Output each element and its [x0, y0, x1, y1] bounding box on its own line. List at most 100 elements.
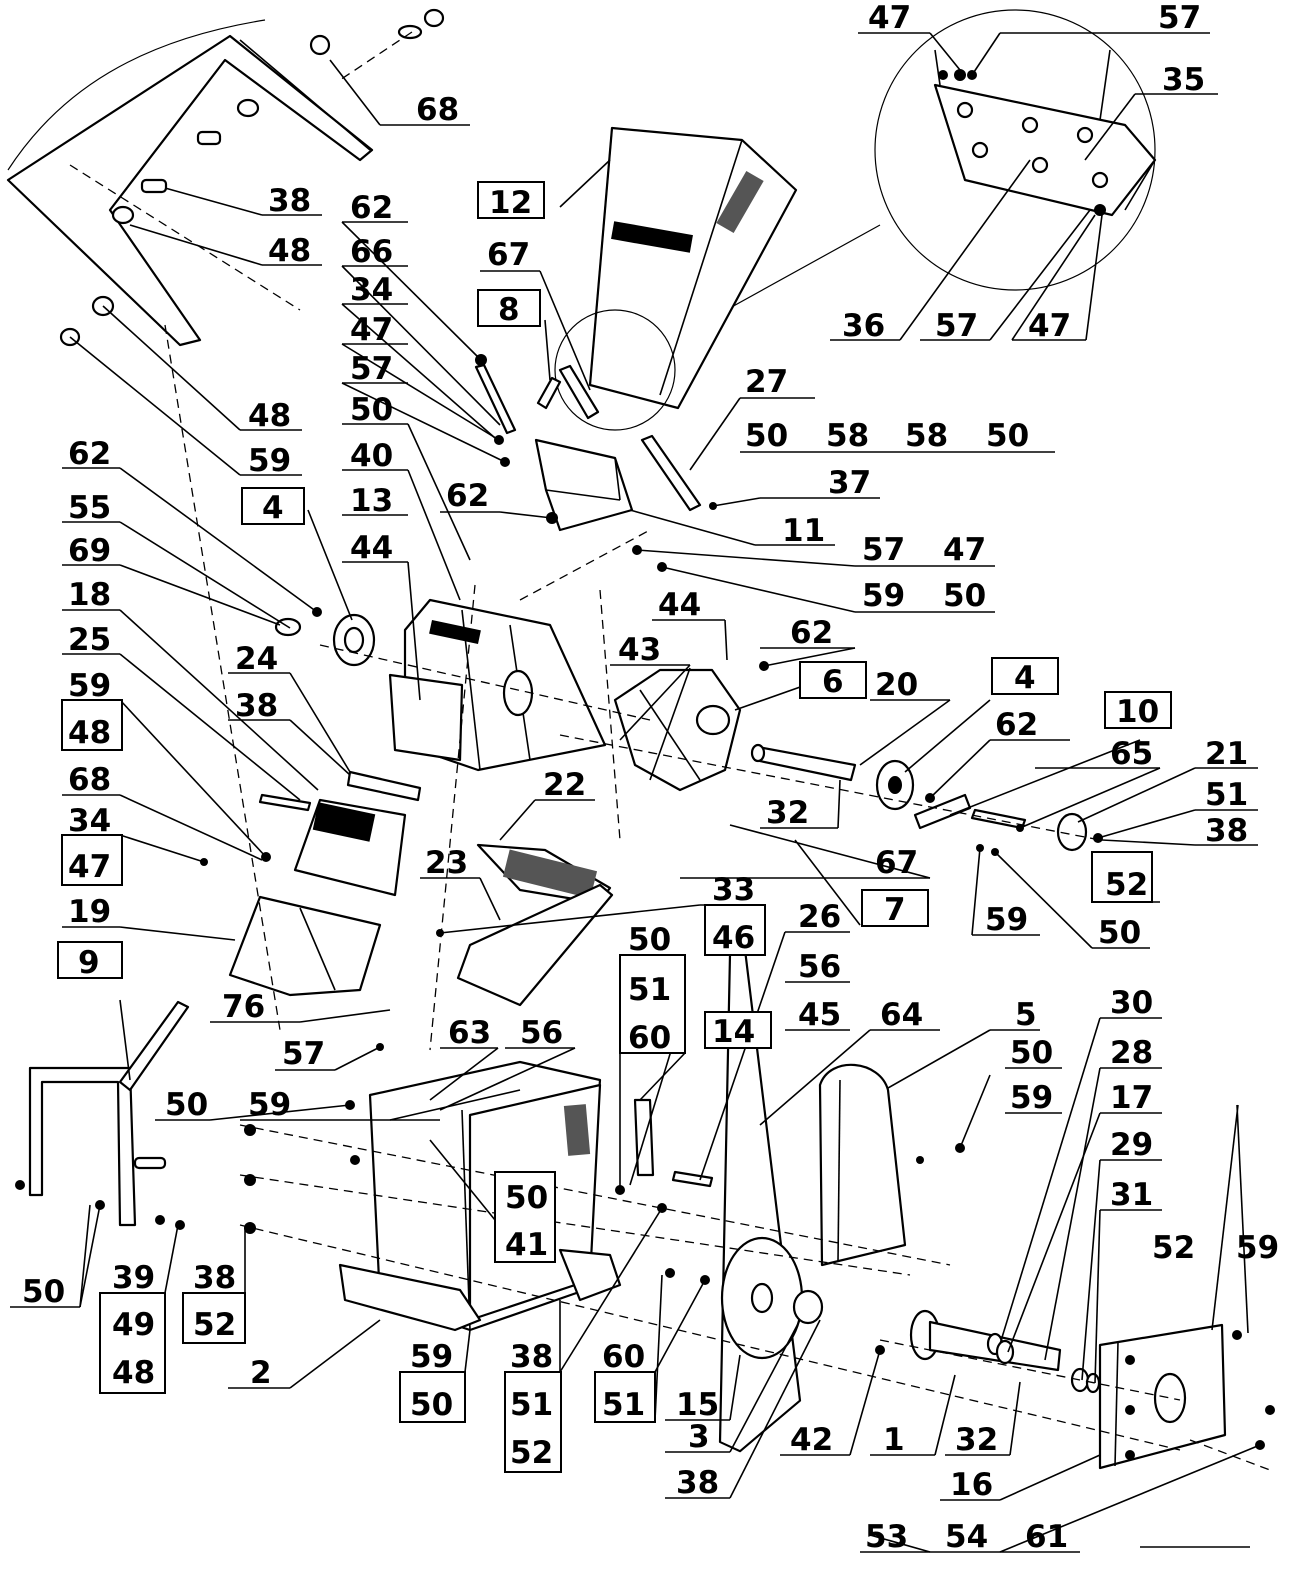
label-34: 34: [350, 272, 393, 308]
label-35: 35: [1162, 62, 1205, 98]
label-8: 8: [498, 292, 520, 328]
label-62: 62: [350, 190, 393, 226]
label-48: 48: [268, 233, 311, 269]
label-47: 47: [1028, 308, 1071, 344]
label-60: 60: [628, 1020, 671, 1056]
label-15: 15: [676, 1387, 719, 1423]
hopper-flap-detail: [6, 8, 445, 347]
label-51: 51: [510, 1387, 553, 1423]
label-6: 6: [822, 664, 844, 700]
label-50: 50: [410, 1387, 453, 1423]
label-50: 50: [745, 418, 788, 454]
label-50: 50: [1010, 1035, 1053, 1071]
label-50: 50: [505, 1180, 548, 1216]
part-number-labels: 47 57 35 36 57 47 68 38 48 62 66 34 47 5…: [22, 0, 1279, 1555]
label-66: 66: [350, 234, 393, 270]
label-52: 52: [510, 1435, 553, 1471]
label-48: 48: [112, 1355, 155, 1391]
label-62: 62: [995, 707, 1038, 743]
label-55: 55: [68, 490, 111, 526]
label-17: 17: [1110, 1080, 1153, 1116]
label-10: 10: [1116, 694, 1159, 730]
label-16: 16: [950, 1467, 993, 1503]
label-44: 44: [350, 530, 393, 566]
label-76: 76: [222, 989, 265, 1025]
rotor-assembly: [613, 667, 742, 792]
label-40: 40: [350, 438, 393, 474]
label-58: 58: [826, 418, 869, 454]
pulley-left: [274, 613, 376, 667]
discharge-chute: [228, 770, 422, 997]
label-51: 51: [1205, 777, 1248, 813]
label-27: 27: [745, 364, 788, 400]
label-53: 53: [865, 1519, 908, 1555]
label-24: 24: [235, 641, 278, 677]
label-57: 57: [282, 1036, 325, 1072]
label-4: 4: [262, 490, 284, 526]
label-64: 64: [880, 997, 923, 1033]
label-3: 3: [688, 1419, 710, 1455]
label-14: 14: [712, 1014, 755, 1050]
label-59: 59: [248, 1087, 291, 1123]
label-51: 51: [628, 972, 671, 1008]
label-32: 32: [955, 1422, 998, 1458]
label-68: 68: [68, 762, 111, 798]
label-67: 67: [487, 237, 530, 273]
label-33: 33: [712, 872, 755, 908]
label-56: 56: [798, 949, 841, 985]
label-69: 69: [68, 533, 111, 569]
label-48: 48: [68, 715, 111, 751]
label-44: 44: [658, 587, 701, 623]
label-12: 12: [489, 185, 532, 221]
label-57: 57: [1158, 0, 1201, 36]
belt-guard: [818, 1063, 907, 1267]
label-19: 19: [68, 894, 111, 930]
bearing-right: [875, 759, 1088, 852]
label-18: 18: [68, 577, 111, 613]
label-4: 4: [1014, 660, 1036, 696]
hopper-body: [554, 126, 798, 431]
hopper-corner-detail: [689, 9, 1157, 331]
label-59: 59: [1010, 1080, 1053, 1116]
label-11: 11: [782, 513, 825, 549]
label-45: 45: [798, 997, 841, 1033]
label-65: 65: [1110, 736, 1153, 772]
label-39: 39: [112, 1260, 155, 1296]
label-29: 29: [1110, 1127, 1153, 1163]
label-59: 59: [68, 668, 111, 704]
label-49: 49: [112, 1307, 155, 1343]
label-50: 50: [1098, 915, 1141, 951]
boxed-labels: [57, 181, 1172, 1473]
label-51: 51: [602, 1387, 645, 1423]
label-47: 47: [943, 532, 986, 568]
label-50: 50: [22, 1274, 65, 1310]
label-9: 9: [78, 945, 100, 981]
tension-link: [633, 1098, 714, 1188]
label-38: 38: [193, 1260, 236, 1296]
label-50: 50: [165, 1087, 208, 1123]
label-57: 57: [350, 351, 393, 387]
label-47: 47: [68, 849, 111, 885]
label-22: 22: [543, 767, 586, 803]
label-2: 2: [250, 1355, 272, 1391]
label-36: 36: [842, 308, 885, 344]
label-37: 37: [828, 465, 871, 501]
label-38: 38: [268, 183, 311, 219]
label-48: 48: [248, 398, 291, 434]
shredder-housing: [388, 598, 607, 772]
label-68: 68: [416, 92, 459, 128]
label-28: 28: [1110, 1035, 1153, 1071]
label-50: 50: [628, 922, 671, 958]
label-30: 30: [1110, 985, 1153, 1021]
label-59: 59: [862, 578, 905, 614]
label-52: 52: [1152, 1230, 1195, 1266]
label-43: 43: [618, 632, 661, 668]
label-54: 54: [945, 1519, 988, 1555]
label-62: 62: [68, 436, 111, 472]
label-57: 57: [935, 308, 978, 344]
label-50: 50: [986, 418, 1029, 454]
label-5: 5: [1015, 997, 1037, 1033]
label-52: 52: [193, 1307, 236, 1343]
label-56: 56: [520, 1015, 563, 1051]
label-47: 47: [868, 0, 911, 36]
